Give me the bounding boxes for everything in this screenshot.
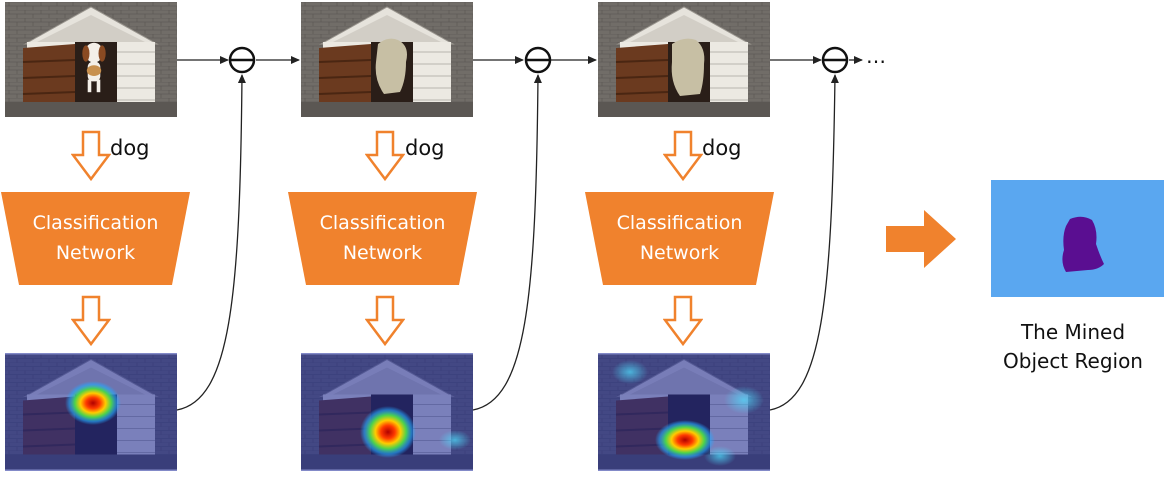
result-caption: The Mined Object Region — [968, 318, 1172, 376]
solid-right-arrow-icon — [886, 210, 956, 268]
erased-image-2 — [301, 2, 473, 117]
network-label-3: Classification Network — [585, 208, 774, 268]
network-label-line2: Network — [55, 242, 136, 264]
circle-minus-icon — [228, 46, 256, 74]
hollow-down-arrow-icon — [663, 295, 703, 346]
continuation-ellipsis: … — [866, 44, 886, 68]
network-label-line2: Network — [342, 242, 423, 264]
result-caption-line2: Object Region — [1003, 349, 1143, 373]
erased-image-3 — [598, 2, 770, 117]
network-label-line1: Classification — [319, 212, 446, 234]
class-label-1: dog — [110, 136, 150, 160]
network-label-line1: Classification — [616, 212, 743, 234]
hollow-down-arrow-icon — [71, 295, 111, 346]
classification-network-1 — [1, 192, 190, 285]
class-label-2: dog — [405, 136, 445, 160]
network-label-line1: Classification — [32, 212, 159, 234]
heatmap-image-2 — [301, 353, 473, 471]
hollow-down-arrow-icon — [71, 130, 111, 181]
heatmap-image-1 — [5, 353, 177, 471]
circle-minus-icon — [524, 46, 552, 74]
hollow-down-arrow-icon — [663, 130, 703, 181]
class-label-3: dog — [702, 136, 742, 160]
circle-minus-icon — [821, 46, 849, 74]
flow-connectors — [176, 56, 863, 411]
hollow-down-arrow-icon — [365, 295, 405, 346]
network-label-1: Classification Network — [1, 208, 190, 268]
network-label-line2: Network — [639, 242, 720, 264]
classification-network-2 — [288, 192, 477, 285]
classification-network-3 — [585, 192, 774, 285]
input-image-1 — [5, 2, 177, 117]
result-caption-line1: The Mined — [1020, 320, 1126, 344]
heatmap-image-3 — [598, 353, 770, 471]
hollow-down-arrow-icon — [365, 130, 405, 181]
network-label-2: Classification Network — [288, 208, 477, 268]
mined-object-region-image — [991, 180, 1164, 297]
